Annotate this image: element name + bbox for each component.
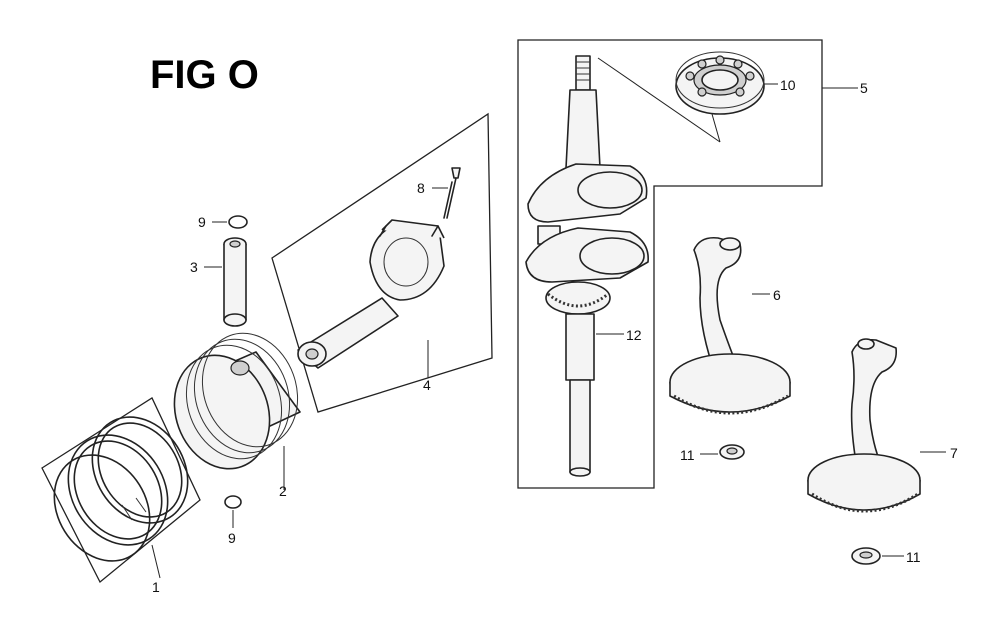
callout-4: 4 <box>423 377 431 393</box>
balancer-shaft-lower[interactable] <box>807 338 921 513</box>
connecting-rod[interactable] <box>297 219 445 369</box>
callout-10: 10 <box>780 77 796 93</box>
ball-bearing[interactable] <box>675 51 765 115</box>
balancer-washer-upper[interactable] <box>719 444 745 460</box>
callout-5: 5 <box>860 80 868 96</box>
crankshaft[interactable] <box>525 55 649 477</box>
callout-1: 1 <box>152 579 160 595</box>
callout-8: 8 <box>417 180 425 196</box>
piston[interactable] <box>159 320 313 482</box>
callout-11-lower: 11 <box>906 549 921 565</box>
callout-9-upper: 9 <box>198 214 206 230</box>
balancer-washer-lower[interactable] <box>851 547 881 565</box>
figure-title: FIG O <box>150 53 259 97</box>
callout-7: 7 <box>950 445 958 461</box>
callout-12: 12 <box>626 327 642 343</box>
callout-9-lower: 9 <box>228 530 236 546</box>
callout-6: 6 <box>773 287 781 303</box>
callout-2: 2 <box>279 483 287 499</box>
callout-3: 3 <box>190 259 198 275</box>
piston-ring-set[interactable] <box>35 397 207 584</box>
piston-pin[interactable] <box>223 237 247 327</box>
piston-pin-clip-upper[interactable] <box>228 215 248 229</box>
connecting-rod-bolt[interactable] <box>443 167 461 219</box>
callout-11-upper: 11 <box>680 447 695 463</box>
balancer-shaft-upper[interactable] <box>669 236 791 415</box>
piston-pin-clip-lower[interactable] <box>224 495 242 509</box>
